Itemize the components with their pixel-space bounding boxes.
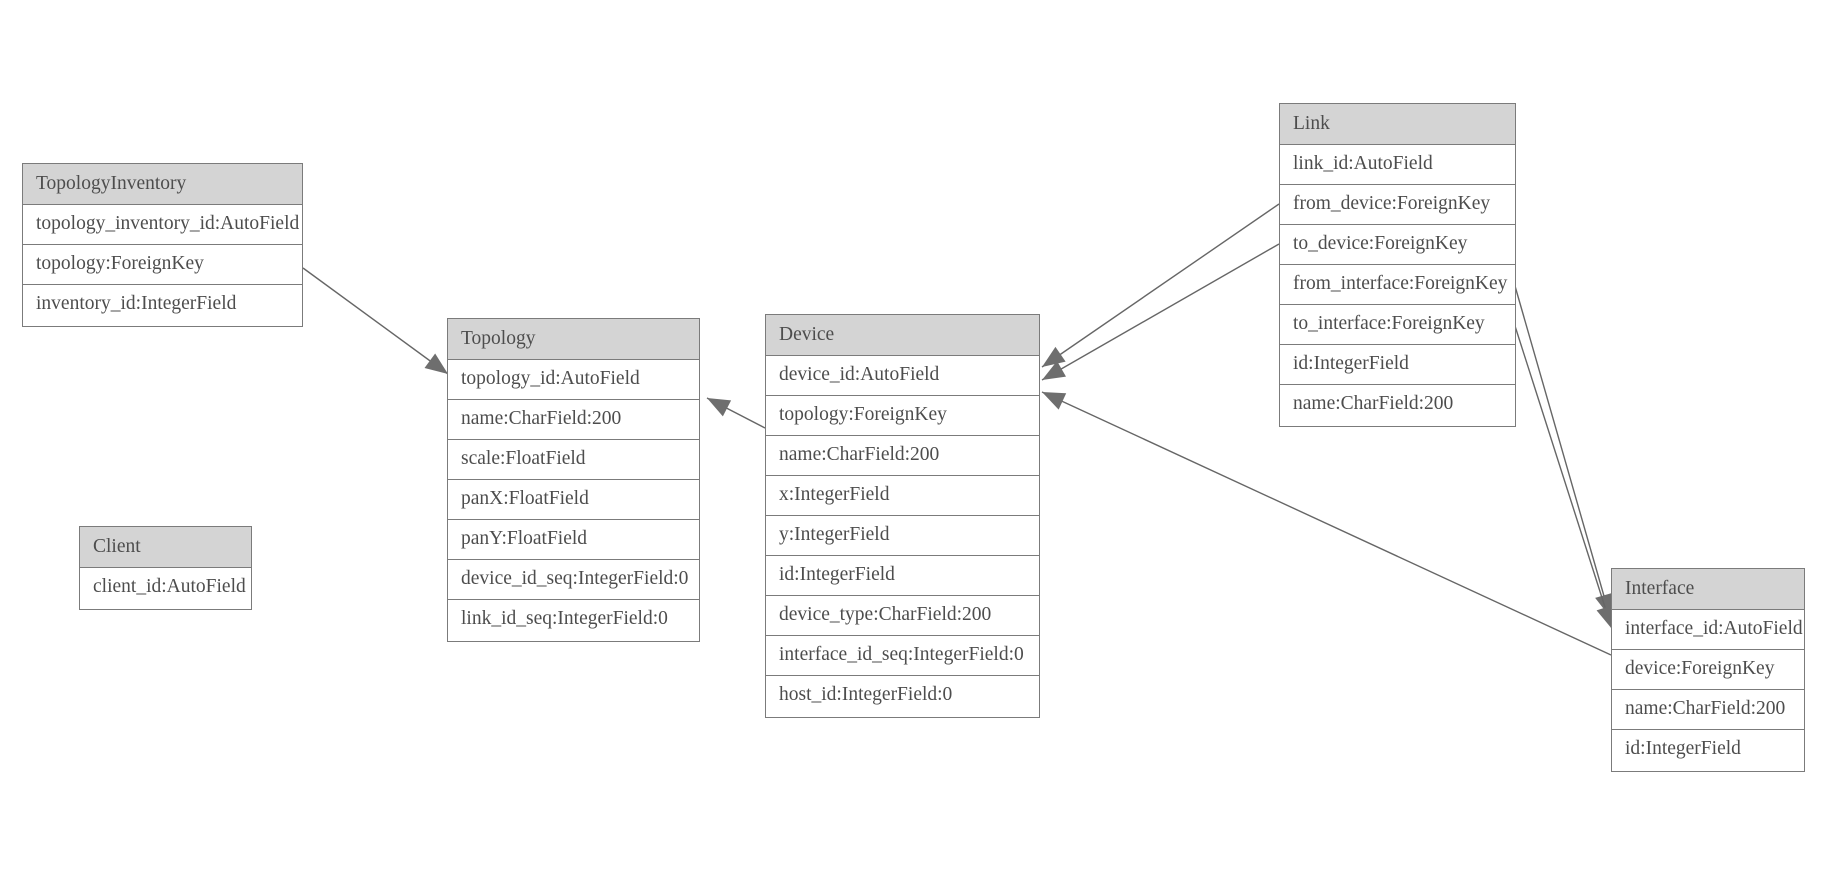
entity-field: topology_id:AutoField [448, 360, 699, 400]
edge-link-from-interface-fk [1514, 285, 1613, 618]
entity-field: host_id:IntegerField:0 [779, 684, 953, 705]
entity-field: topology:ForeignKey [23, 245, 302, 285]
entity-field: to_interface:ForeignKey [1280, 305, 1515, 345]
entity-field: name:CharField:200 [448, 400, 699, 440]
entity-field: id:IntegerField [1280, 345, 1515, 385]
entity-field: y:IntegerField [766, 516, 1039, 556]
entity-client: Client client_id:AutoField [79, 526, 252, 610]
entity-field: from_device:ForeignKey [1280, 185, 1515, 225]
entity-field: id:IntegerField [766, 556, 1039, 596]
edge-link-to-interface-fk [1514, 325, 1614, 630]
entity-field: from_interface:ForeignKey [1280, 265, 1515, 305]
edge-link-from-device-fk [1041, 203, 1280, 368]
entity-field: topology:ForeignKey [766, 396, 1039, 436]
entity-field: device_id:AutoField [766, 356, 1039, 396]
entity-field: name:CharField:200 [766, 436, 1039, 476]
entity-field: link_id:AutoField [1280, 145, 1515, 185]
edge-topologyinventory-topology-fk [302, 267, 449, 375]
entity-field: panY:FloatField [448, 520, 699, 560]
entity-title: Topology [448, 319, 699, 360]
entity-field: to_device:ForeignKey [1280, 225, 1515, 265]
entity-field: topology_inventory_id:AutoField [23, 205, 302, 245]
edge-device-topology-fk [706, 397, 766, 429]
entity-title: TopologyInventory [23, 164, 302, 205]
entity-field: link_id_seq:IntegerField:0 [461, 608, 668, 629]
entity-field: inventory_id:IntegerField [36, 293, 237, 314]
entity-field: device:ForeignKey [1612, 650, 1804, 690]
entity-field: id:IntegerField [1625, 738, 1741, 759]
edge-interface-device-fk [1041, 391, 1612, 656]
entity-field: device_id_seq:IntegerField:0 [448, 560, 699, 600]
entity-field: interface_id:AutoField [1612, 610, 1804, 650]
entity-field: client_id:AutoField [93, 576, 246, 597]
entity-field: name:CharField:200 [1293, 393, 1454, 414]
entity-title: Interface [1612, 569, 1804, 610]
entity-field: interface_id_seq:IntegerField:0 [766, 636, 1039, 676]
entity-field: device_type:CharField:200 [766, 596, 1039, 636]
entity-title: Link [1280, 104, 1515, 145]
entity-title: Client [80, 527, 251, 568]
entity-field: scale:FloatField [448, 440, 699, 480]
entity-field: name:CharField:200 [1612, 690, 1804, 730]
entity-field: panX:FloatField [448, 480, 699, 520]
edge-link-to-device-fk [1041, 243, 1280, 381]
entity-field: x:IntegerField [766, 476, 1039, 516]
entity-title: Device [766, 315, 1039, 356]
